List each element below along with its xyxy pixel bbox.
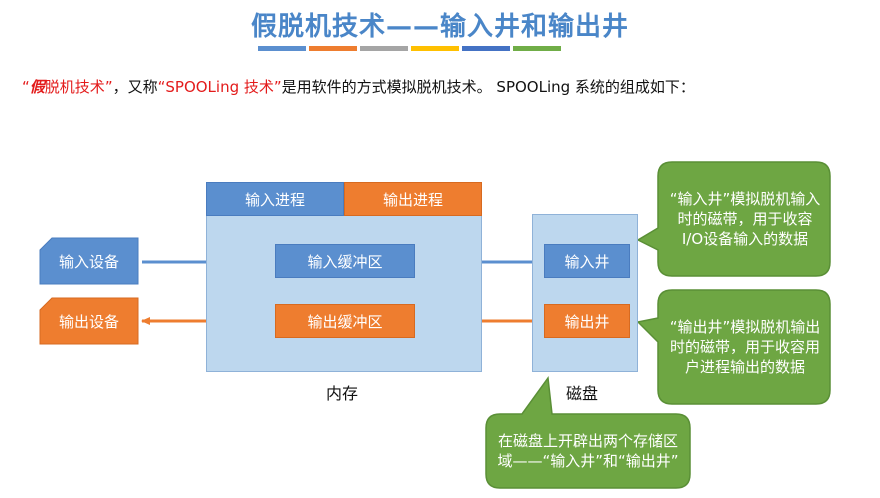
output-device-shape — [39, 297, 139, 345]
input-buffer: 输入缓冲区 — [275, 244, 415, 278]
output-buffer-label: 输出缓冲区 — [307, 312, 383, 331]
output-well-label: 输出井 — [564, 312, 610, 331]
input-well-label: 输入井 — [564, 252, 610, 271]
callout-disk-shape — [485, 375, 691, 489]
callout-output-well-shape — [636, 289, 831, 405]
title-stripe-1 — [258, 46, 306, 51]
intro-term-2: “SPOOLing 技术” — [157, 78, 282, 96]
input-buffer-label: 输入缓冲区 — [307, 252, 383, 271]
output-device: 输出设备 — [40, 298, 138, 344]
callout-disk-text: 在磁盘上开辟出两个存储区域——“输入井”和“输出井” — [497, 432, 679, 470]
intro-text: “假脱机技术”，又称“SPOOLing 技术”是用软件的方式模拟脱机技术。 SP… — [22, 76, 695, 97]
disk-region — [532, 214, 638, 372]
output-well: 输出井 — [544, 304, 630, 338]
title-stripe-5 — [462, 46, 510, 51]
output-buffer: 输出缓冲区 — [275, 304, 415, 338]
input-process-label: 输入进程 — [244, 190, 305, 209]
input-well: 输入井 — [544, 244, 630, 278]
callout-input-well-text: “输入井”模拟脱机输入时的磁带，用于收容I/O设备输入的数据 — [669, 190, 821, 248]
output-process: 输出进程 — [344, 182, 482, 216]
input-device: 输入设备 — [40, 238, 138, 284]
callout-input-well-shape — [636, 161, 831, 277]
page-title: 假脱机技术——输入井和输出井 — [250, 12, 629, 42]
input-device-label: 输入设备 — [58, 252, 119, 271]
title-stripe-2 — [309, 46, 357, 51]
title-stripe-3 — [360, 46, 408, 51]
input-device-shape — [39, 237, 139, 285]
memory-label: 内存 — [326, 384, 359, 403]
output-process-label: 输出进程 — [382, 190, 443, 209]
intro-quote-open: “ — [22, 78, 30, 96]
output-device-label: 输出设备 — [58, 312, 119, 331]
callout-output-well-text: “输出井”模拟脱机输出时的磁带，用于收容用户进程输出的数据 — [669, 318, 821, 376]
input-process: 输入进程 — [206, 182, 344, 216]
disk-label: 磁盘 — [566, 384, 599, 403]
intro-rest: 是用软件的方式模拟脱机技术。 SPOOLing 系统的组成如下： — [281, 78, 695, 96]
title-stripe-4 — [411, 46, 459, 51]
intro-quote-close: ” — [104, 78, 113, 96]
intro-term-1: 脱机技术 — [44, 78, 105, 96]
intro-mid: ，又称 — [112, 78, 158, 96]
intro-emphasis-char: 假 — [29, 78, 45, 96]
title-stripe-6 — [513, 46, 561, 51]
